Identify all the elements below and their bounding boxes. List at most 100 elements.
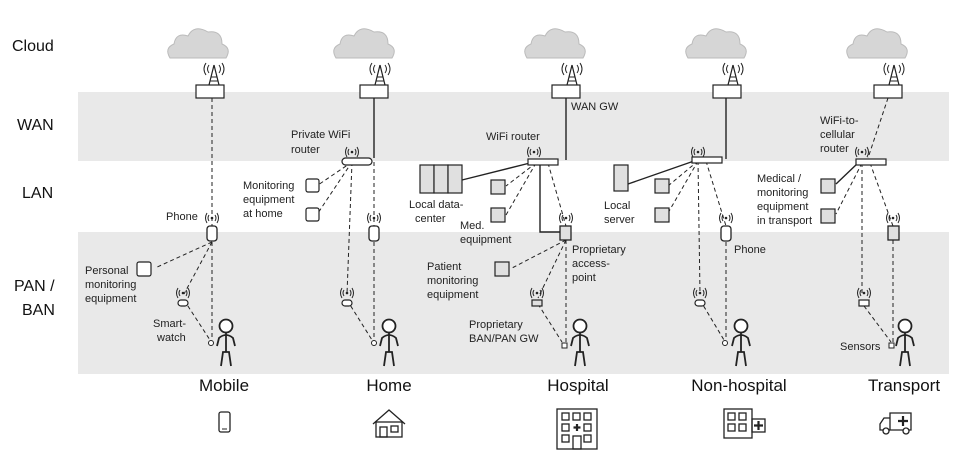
label-private-wifi-router: Private WiFi	[291, 129, 350, 141]
antenna-tower-icon	[883, 62, 905, 86]
label-wan-gw: WAN GW	[571, 101, 619, 113]
antenna-tower-icon	[203, 62, 225, 86]
layer-cloud: Cloud	[12, 38, 54, 55]
column-hospital: Hospital	[547, 376, 608, 395]
label-wifi-router: WiFi router	[486, 131, 540, 143]
smartwatch-icon	[694, 299, 706, 307]
label-private-wifi-router: router	[291, 144, 320, 156]
wifi-router-icon	[691, 156, 723, 164]
label-medical-transport: monitoring	[757, 187, 808, 199]
local-server-icon	[613, 164, 629, 192]
cloud-icon	[333, 28, 395, 59]
monitoring-equipment-icon	[654, 178, 670, 194]
label-wifi-cellular-router: WiFi-to-	[820, 115, 859, 127]
monitoring-equipment-icon	[305, 178, 320, 193]
sensor-icon	[208, 340, 214, 346]
phone-icon	[206, 225, 218, 242]
label-local-server: Local	[604, 200, 630, 212]
patient-monitor-icon	[494, 261, 510, 277]
label-medical-transport: Medical /	[757, 173, 802, 185]
label-med-equipment: equipment	[460, 234, 511, 246]
cloud-icon	[524, 28, 586, 59]
label-monitoring-equipment: Monitoring	[243, 180, 294, 192]
label-proprietary-gw: Proprietary	[469, 319, 523, 331]
smartwatch-icon	[177, 299, 189, 307]
label-sensors: Sensors	[840, 341, 881, 353]
smartwatch-icon	[341, 299, 353, 307]
label-proprietary-access-point: point	[572, 272, 596, 284]
label-wifi-cellular-router: router	[820, 143, 849, 155]
label-medical-transport: equipment	[757, 201, 808, 213]
cloud-icon	[846, 28, 908, 59]
monitoring-equipment-icon	[305, 207, 320, 222]
label-smartwatch: Smart-	[153, 318, 186, 330]
label-patient-monitoring: Patient	[427, 261, 461, 273]
router-icon	[195, 84, 225, 99]
sensor-icon	[371, 340, 377, 346]
med-equipment-icon	[490, 179, 506, 195]
label-monitoring-equipment: equipment	[243, 194, 294, 206]
label-personal-equipment: equipment	[85, 293, 136, 305]
wifi-signal-icon	[886, 212, 900, 224]
router-icon	[712, 84, 742, 99]
house-icon	[372, 409, 406, 438]
mobile-phone-icon	[218, 411, 231, 433]
column-non-hospital: Non-hospital	[691, 376, 786, 395]
label-personal-equipment: Personal	[85, 265, 128, 277]
sensor-icon	[722, 340, 728, 346]
column-transport: Transport	[868, 376, 940, 395]
cloud-icon	[685, 28, 747, 59]
hospital-icon	[556, 408, 598, 450]
layer-wan: WAN	[17, 117, 54, 134]
column-home: Home	[366, 376, 411, 395]
label-proprietary-gw: BAN/PAN GW	[469, 333, 539, 345]
label-local-datacenter: Local data-	[409, 199, 464, 211]
cloud-icon	[167, 28, 229, 59]
label-personal-equipment: monitoring	[85, 279, 136, 291]
layer-lan: LAN	[22, 185, 53, 202]
label-local-server: server	[604, 214, 635, 226]
router-icon	[551, 84, 581, 99]
sensor-icon	[561, 342, 568, 349]
wifi-router-icon	[855, 158, 887, 166]
wifi-signal-icon	[719, 212, 733, 224]
wifi-router-icon	[341, 157, 373, 166]
ambulance-icon	[879, 412, 912, 435]
column-mobile: Mobile	[199, 376, 249, 395]
label-med-equipment: Med.	[460, 220, 484, 232]
wan-band	[78, 92, 949, 161]
monitoring-equipment-icon	[820, 208, 836, 224]
sensor-gateway-icon	[858, 299, 870, 307]
wifi-router-icon	[527, 158, 559, 166]
label-smartwatch: watch	[156, 332, 186, 344]
datacenter-icon	[419, 164, 463, 194]
router-icon	[873, 84, 903, 99]
label-wifi-cellular-router: cellular	[820, 129, 855, 141]
label-patient-monitoring: equipment	[427, 289, 478, 301]
label-proprietary-access-point: access-	[572, 258, 610, 270]
monitoring-equipment-icon	[654, 207, 670, 223]
pan-band	[78, 232, 949, 374]
label-phone: Phone	[734, 244, 766, 256]
label-patient-monitoring: monitoring	[427, 275, 478, 287]
label-monitoring-equipment: at home	[243, 208, 283, 220]
ban-gateway-icon	[531, 299, 543, 307]
monitoring-equipment-icon	[820, 178, 836, 194]
router-icon	[887, 225, 900, 241]
label-proprietary-access-point: Proprietary	[572, 244, 626, 256]
label-medical-transport: in transport	[757, 215, 812, 227]
label-phone: Phone	[166, 211, 198, 223]
wifi-signal-icon	[205, 212, 219, 224]
router-icon	[359, 84, 389, 99]
layer-ban: BAN	[22, 302, 55, 319]
phone-icon	[720, 225, 732, 242]
access-point-icon	[559, 225, 572, 241]
phone-icon	[368, 225, 380, 242]
clinic-icon	[723, 408, 766, 439]
layer-pan: PAN /	[14, 278, 55, 295]
antenna-tower-icon	[369, 62, 391, 86]
wifi-signal-icon	[559, 212, 573, 224]
personal-equipment-icon	[136, 261, 152, 277]
connection-lines	[154, 97, 894, 343]
